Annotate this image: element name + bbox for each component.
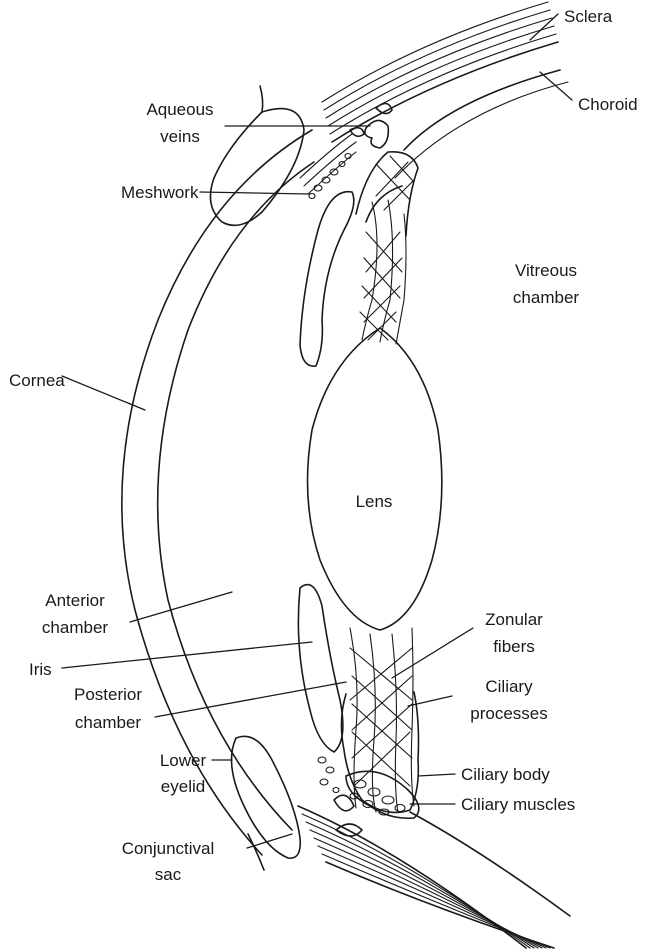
sclera-upper-layers <box>322 2 558 142</box>
label-vitreous-line1: Vitreous <box>515 261 577 280</box>
label-conjunctival-line2: sac <box>155 865 182 884</box>
label-anterior-line2: chamber <box>42 618 108 637</box>
cornea-inner <box>158 162 314 830</box>
label-ciliary-muscles: Ciliary muscles <box>461 795 575 814</box>
label-aqueous-veins-line2: veins <box>160 127 200 146</box>
choroid-lower <box>410 812 570 916</box>
label-anterior-line1: Anterior <box>45 591 105 610</box>
lower-eyelid <box>232 736 301 858</box>
label-posterior-line1: Posterior <box>74 685 142 704</box>
label-zonular-line2: fibers <box>493 637 535 656</box>
leader-ciliary-body <box>418 774 455 776</box>
label-ciliary-processes-line2: processes <box>470 704 547 723</box>
leader-posterior-chamber <box>155 682 346 717</box>
label-ciliary-processes-line1: Ciliary <box>485 677 533 696</box>
lower-eyelid-edge <box>248 834 264 870</box>
cornea-outer <box>122 130 312 855</box>
leader-sclera <box>530 14 558 40</box>
label-iris: Iris <box>29 660 52 679</box>
iris-upper <box>300 192 354 367</box>
label-meshwork: Meshwork <box>121 183 199 202</box>
label-sclera: Sclera <box>564 7 613 26</box>
label-lens: Lens <box>356 492 393 511</box>
label-aqueous-veins-line1: Aqueous <box>146 100 213 119</box>
zonule-upper-drawing <box>356 152 418 344</box>
leader-meshwork <box>200 192 310 194</box>
label-choroid: Choroid <box>578 95 638 114</box>
leader-zonular-fibers <box>392 628 473 678</box>
label-vitreous-line2: chamber <box>513 288 579 307</box>
label-zonular-line1: Zonular <box>485 610 543 629</box>
label-posterior-line2: chamber <box>75 713 141 732</box>
leader-anterior-chamber <box>130 592 232 622</box>
leader-iris <box>62 642 312 668</box>
label-cornea: Cornea <box>9 371 65 390</box>
label-ciliary-body: Ciliary body <box>461 765 550 784</box>
upper-eyelid-edge <box>260 86 263 112</box>
choroid-inner-line <box>395 82 568 178</box>
leader-choroid <box>540 72 572 100</box>
label-conjunctival-line1: Conjunctival <box>122 839 215 858</box>
label-lower-eyelid-line2: eyelid <box>161 777 205 796</box>
iris-lower <box>298 585 343 752</box>
leader-cornea <box>62 376 145 410</box>
zonule-lower-drawing <box>341 628 418 812</box>
label-lower-eyelid-line1: Lower <box>160 751 207 770</box>
lens <box>308 328 442 630</box>
